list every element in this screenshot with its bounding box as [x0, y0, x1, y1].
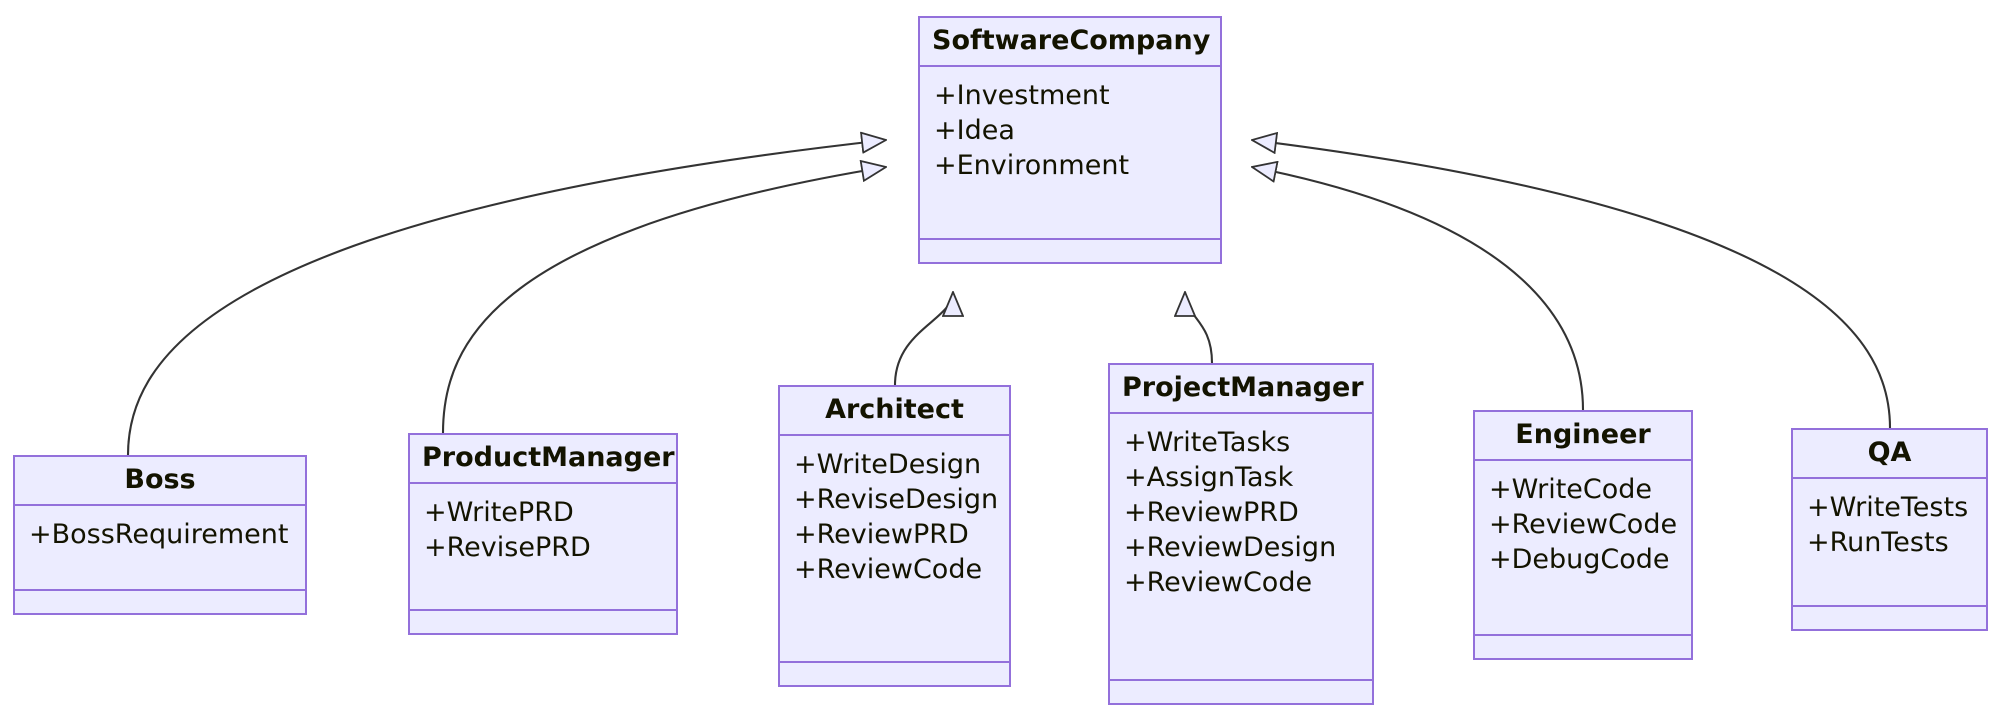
class-title-projectmanager: ProjectManager: [1110, 365, 1372, 414]
class-title-productmanager: ProductManager: [410, 435, 676, 484]
class-title-engineer: Engineer: [1475, 412, 1691, 461]
class-methods-productmanager: [410, 611, 676, 633]
class-member: +RunTests: [1807, 527, 1949, 559]
class-member: +RevisePRD: [424, 532, 591, 564]
edge-boss-to-softwarecompany: [126, 140, 886, 456]
class-box-engineer[interactable]: Engineer +WriteCode +ReviewCode +DebugCo…: [1473, 410, 1693, 660]
class-methods-projectmanager: [1110, 681, 1372, 703]
class-title-softwarecompany: SoftwareCompany: [920, 18, 1220, 67]
class-attributes-productmanager: +WritePRD +RevisePRD: [410, 484, 676, 611]
class-box-qa[interactable]: QA +WriteTests +RunTests: [1791, 428, 1988, 631]
class-member: +ReviewPRD: [794, 519, 969, 551]
class-box-boss[interactable]: Boss +BossRequirement: [13, 455, 307, 615]
class-member: +DebugCode: [1489, 544, 1670, 576]
class-title-qa: QA: [1793, 430, 1986, 479]
class-title-architect: Architect: [780, 387, 1009, 436]
class-title-boss: Boss: [15, 457, 305, 506]
edge-architect-to-softwarecompany: [893, 292, 953, 386]
class-member: +Investment: [934, 80, 1110, 111]
class-member: +ReviewDesign: [1124, 532, 1337, 564]
class-box-architect[interactable]: Architect +WriteDesign +ReviseDesign +Re…: [778, 385, 1011, 687]
edge-projectmanager-to-softwarecompany: [1185, 292, 1214, 364]
class-attributes-qa: +WriteTests +RunTests: [1793, 479, 1986, 607]
class-member: +WritePRD: [424, 497, 574, 528]
class-member: +Idea: [934, 115, 1015, 147]
class-member: +WriteDesign: [794, 449, 982, 480]
class-member: +Environment: [934, 150, 1130, 182]
class-box-projectmanager[interactable]: ProjectManager +WriteTasks +AssignTask +…: [1108, 363, 1374, 705]
class-attributes-architect: +WriteDesign +ReviseDesign +ReviewPRD +R…: [780, 436, 1009, 663]
class-methods-engineer: [1475, 636, 1691, 658]
class-methods-architect: [780, 663, 1009, 685]
class-member: +ReviewCode: [1124, 567, 1313, 599]
class-methods-softwarecompany: [920, 240, 1220, 262]
class-member: +WriteTasks: [1124, 427, 1291, 458]
class-member: +ReviewPRD: [1124, 497, 1299, 529]
class-methods-qa: [1793, 607, 1986, 629]
class-attributes-engineer: +WriteCode +ReviewCode +DebugCode: [1475, 461, 1691, 636]
class-member: +ReviewCode: [1489, 509, 1678, 541]
class-box-productmanager[interactable]: ProductManager +WritePRD +RevisePRD: [408, 433, 678, 635]
class-methods-boss: [15, 591, 305, 613]
class-member: +WriteCode: [1489, 474, 1653, 505]
class-member: +BossRequirement: [29, 519, 289, 550]
class-box-softwarecompany[interactable]: SoftwareCompany +Investment +Idea +Envir…: [918, 16, 1222, 264]
class-member: +AssignTask: [1124, 462, 1294, 494]
class-member: +WriteTests: [1807, 492, 1969, 523]
class-member: +ReviewCode: [794, 554, 983, 586]
class-attributes-projectmanager: +WriteTasks +AssignTask +ReviewPRD +Revi…: [1110, 414, 1372, 681]
class-member: +ReviseDesign: [794, 484, 999, 516]
class-attributes-softwarecompany: +Investment +Idea +Environment: [920, 67, 1220, 240]
class-attributes-boss: +BossRequirement: [15, 506, 305, 591]
